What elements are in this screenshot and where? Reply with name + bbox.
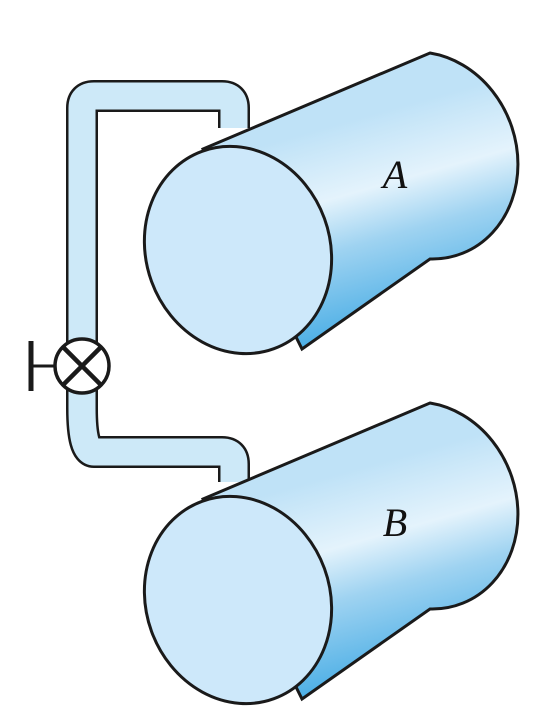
- tank-a: A: [142, 51, 520, 356]
- tank-a-end-face: [142, 144, 334, 356]
- valve-cross-2: [61, 345, 103, 387]
- tank-b-label: B: [383, 500, 407, 545]
- connecting-pipe: [66, 80, 250, 482]
- tank-a-label: A: [380, 152, 408, 197]
- tank-b: B: [142, 401, 520, 706]
- tank-b-end-face: [142, 494, 334, 706]
- valve: [28, 337, 111, 395]
- pipe-inner: [68, 82, 248, 482]
